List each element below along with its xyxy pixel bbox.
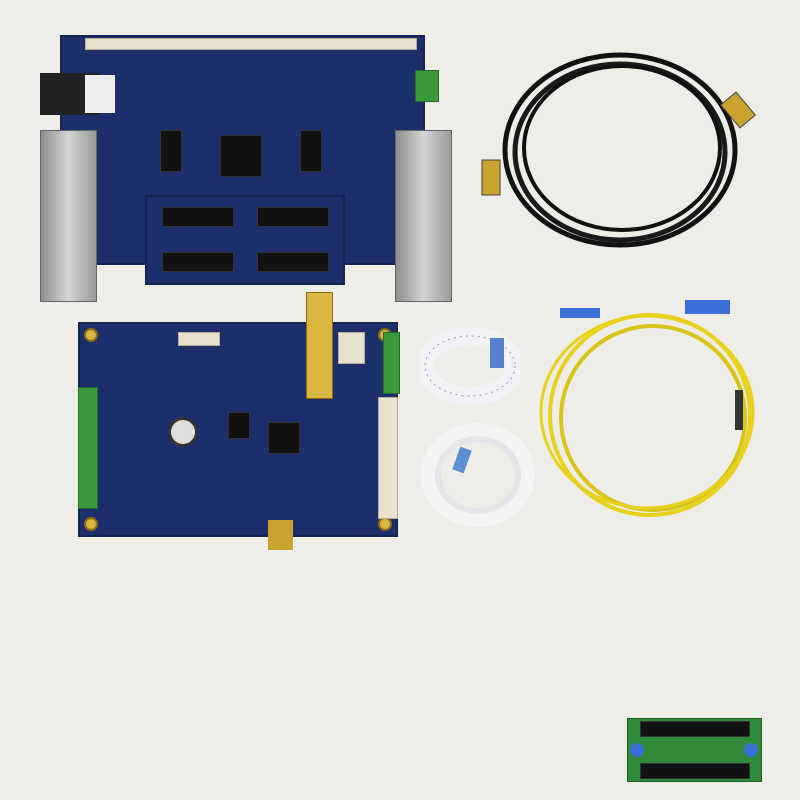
head-connector: [162, 207, 234, 227]
adapter-connector-bottom: [640, 763, 750, 779]
chip: [268, 422, 300, 454]
chip: [160, 130, 182, 172]
green-terminal: [415, 70, 439, 102]
daughter-board: [145, 195, 345, 285]
top-connector-row: [85, 38, 417, 50]
right-connector-block: [395, 130, 452, 302]
cable-coil: [502, 52, 738, 248]
lc-connector: [685, 300, 730, 314]
left-connector-block: [40, 130, 97, 302]
chip: [300, 130, 322, 172]
connector: [338, 332, 365, 364]
adapter-connector-top: [640, 721, 750, 737]
ribbon-cable-flat: [420, 328, 520, 405]
cable-coil: [522, 64, 722, 232]
capacitor: [168, 417, 198, 447]
left-terminal-strip: [78, 387, 98, 509]
lc-connector: [560, 308, 600, 318]
rj45-plug: [719, 91, 757, 129]
mount-post: [744, 743, 758, 757]
head-board: [78, 292, 403, 552]
right-connector-column: [378, 397, 398, 519]
mount-hole: [84, 517, 98, 531]
right-terminal-strip: [383, 332, 400, 394]
mount-hole: [378, 517, 392, 531]
adapter-board: [627, 718, 762, 782]
head-connector: [257, 252, 329, 272]
main-board: [40, 35, 452, 302]
ethernet-cable: [481, 52, 757, 248]
mount-post: [630, 743, 644, 757]
fiber-module-label: [85, 75, 115, 113]
rj45-port: [268, 520, 293, 550]
connector: [178, 332, 220, 346]
mount-hole: [84, 328, 98, 342]
ribbon-cable-round: [421, 423, 535, 527]
head-connector: [162, 252, 234, 272]
main-processor: [220, 135, 262, 177]
fiber-optic-cable: [539, 300, 755, 517]
rj45-plug: [481, 159, 501, 196]
chip: [228, 412, 250, 439]
cable-coil: [512, 61, 728, 243]
head-connector: [257, 207, 329, 227]
fiber-transceiver: [306, 292, 333, 399]
